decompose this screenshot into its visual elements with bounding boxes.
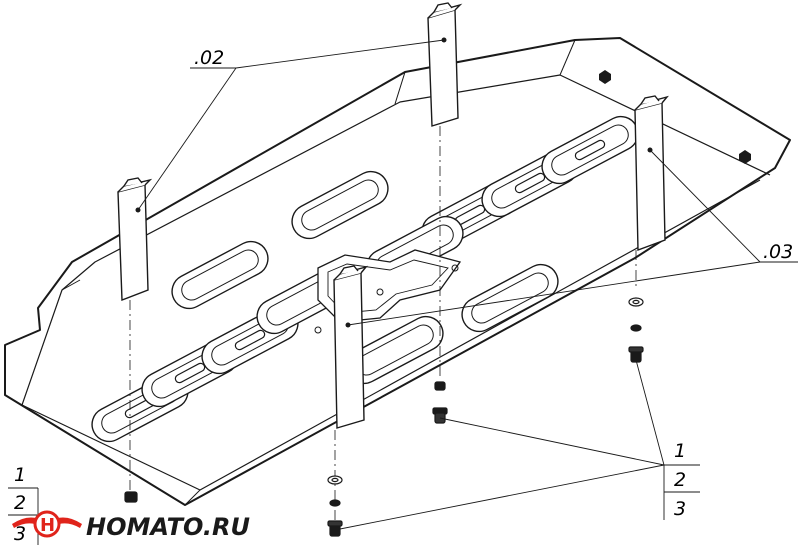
hardware-right (628, 297, 644, 363)
logo-wings-icon: H (12, 510, 82, 538)
callout-02: .02 (194, 47, 224, 69)
bracket-top (427, 2, 463, 127)
hardware-number-stack-right: 1 2 3 (663, 440, 700, 520)
bracket-left (117, 177, 153, 302)
logo-text: HOMATO.RU (86, 513, 250, 541)
hardware-center (432, 381, 448, 424)
bracket-right (634, 95, 669, 251)
hardware-number-stack-left: 1 2 3 (8, 464, 39, 545)
hardware-right-label-3: 3 (674, 498, 686, 520)
hardware-left (124, 491, 138, 503)
hardware-left-label-1: 1 (14, 464, 26, 486)
bracket-center (333, 265, 368, 429)
leader-lines (137, 39, 798, 531)
hardware-right-label-1: 1 (674, 440, 686, 462)
hardware-right-label-2: 2 (674, 469, 686, 491)
hardware-left-label-2: 2 (14, 492, 26, 514)
svg-text:H: H (40, 515, 55, 536)
homato-logo: H HOMATO.RU (12, 510, 250, 541)
callout-03: .03 (763, 241, 793, 263)
hardware-left-label-3: 3 (14, 523, 26, 545)
